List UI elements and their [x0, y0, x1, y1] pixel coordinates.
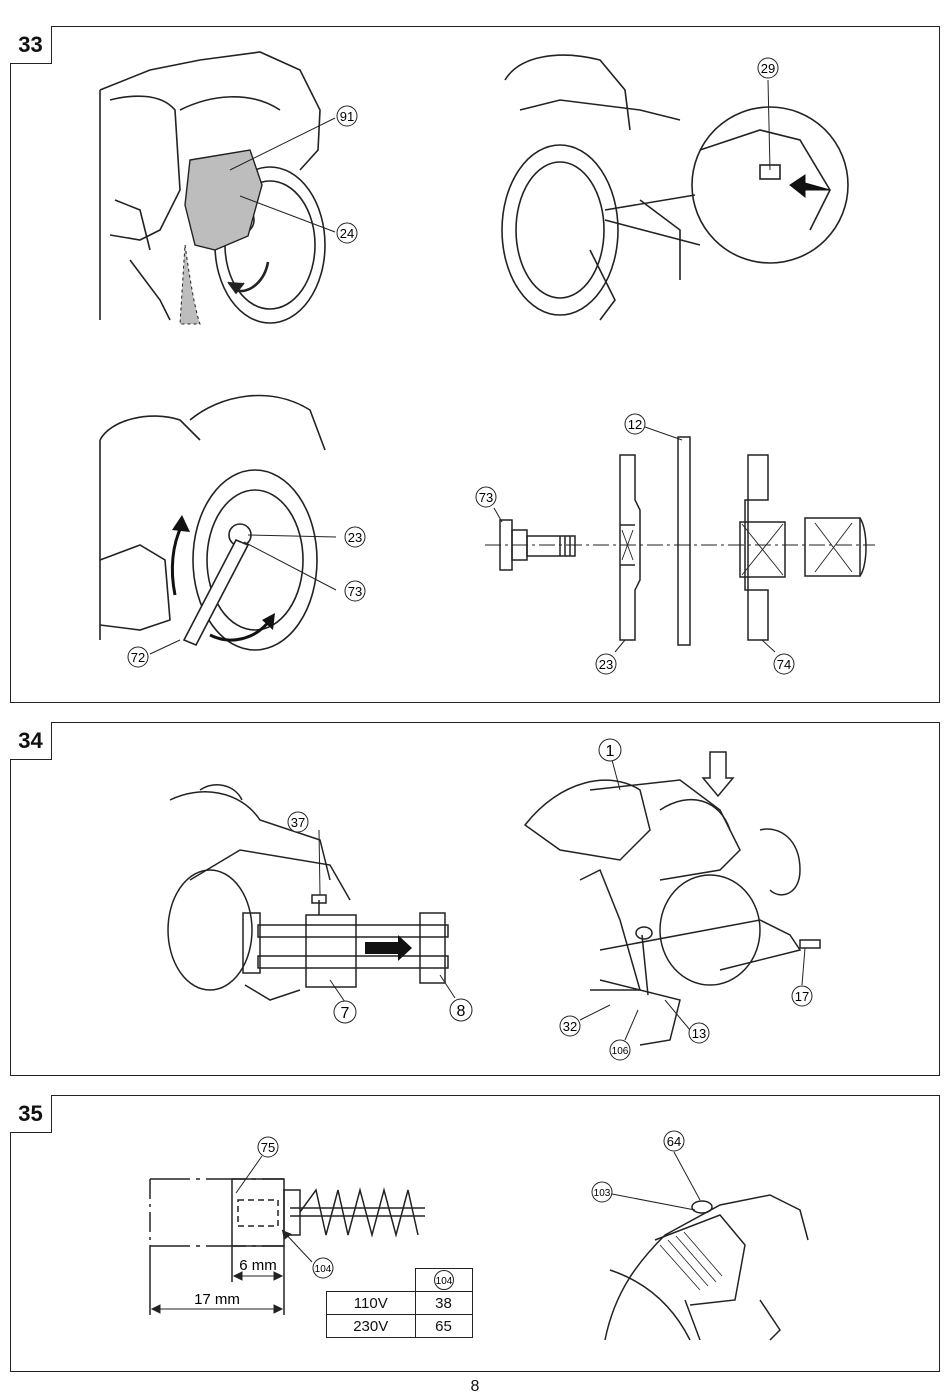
table-header-row: 104 [327, 1268, 473, 1292]
callout-106: 106 [609, 1039, 631, 1061]
callout-1: 1 [598, 738, 622, 762]
callout-73: 73 [344, 580, 366, 602]
svg-text:106: 106 [612, 1046, 629, 1057]
figure-number: 35 [10, 1095, 52, 1133]
callout-103: 103 [591, 1181, 613, 1203]
voltage-cell: 230V [326, 1314, 416, 1338]
svg-text:103: 103 [594, 1188, 611, 1199]
svg-text:91: 91 [340, 109, 354, 124]
svg-text:13: 13 [692, 1026, 706, 1041]
figure-number: 33 [10, 26, 52, 64]
callout-17: 17 [791, 985, 813, 1007]
svg-text:64: 64 [667, 1134, 681, 1149]
svg-text:73: 73 [348, 584, 362, 599]
svg-text:23: 23 [348, 530, 362, 545]
svg-text:32: 32 [563, 1019, 577, 1034]
callout-7: 7 [333, 1000, 357, 1024]
page-number: 8 [470, 1378, 480, 1395]
callout-73-exploded: 73 [475, 486, 497, 508]
callout-104: 104 [312, 1257, 334, 1279]
svg-text:7: 7 [341, 1005, 350, 1022]
dimension-small: 6 mm [239, 1257, 277, 1274]
svg-text:23: 23 [599, 657, 613, 672]
svg-text:1: 1 [606, 743, 615, 760]
svg-text:104: 104 [435, 1276, 452, 1287]
callout-8: 8 [449, 998, 473, 1022]
figure-34-panel: 34 [10, 722, 940, 1076]
svg-text:12: 12 [628, 417, 642, 432]
dimension-large: 17 mm [194, 1291, 240, 1308]
callout-23: 23 [344, 526, 366, 548]
callout-72: 72 [127, 646, 149, 668]
callout-37: 37 [287, 811, 309, 833]
brush-spec-table: 104 110V 38 230V 65 [326, 1268, 473, 1338]
svg-text:17: 17 [795, 989, 809, 1004]
callout-13: 13 [688, 1022, 710, 1044]
callout-23-exploded: 23 [595, 653, 617, 675]
table-row: 230V 65 [326, 1314, 473, 1338]
svg-text:29: 29 [761, 61, 775, 76]
svg-text:73: 73 [479, 490, 493, 505]
svg-text:75: 75 [261, 1140, 275, 1155]
figure-number: 34 [10, 722, 52, 760]
figure-33-panel: 33 [10, 26, 940, 703]
callout-91: 91 [336, 105, 358, 127]
svg-text:8: 8 [457, 1003, 466, 1020]
value-cell: 38 [414, 1291, 473, 1315]
callout-24: 24 [336, 222, 358, 244]
callout-75: 75 [257, 1136, 279, 1158]
callout-64: 64 [663, 1130, 685, 1152]
svg-text:37: 37 [291, 815, 305, 830]
svg-text:24: 24 [340, 226, 354, 241]
svg-text:74: 74 [777, 657, 791, 672]
callout-32: 32 [559, 1015, 581, 1037]
figure-35-panel: 35 [10, 1095, 940, 1372]
table-header-cell: 104 [414, 1268, 473, 1292]
svg-text:104: 104 [315, 1264, 332, 1275]
callout-29: 29 [757, 57, 779, 79]
callout-12: 12 [624, 413, 646, 435]
value-cell: 65 [414, 1314, 473, 1338]
svg-text:72: 72 [131, 650, 145, 665]
callout-74: 74 [773, 653, 795, 675]
table-row: 110V 38 [326, 1291, 473, 1315]
